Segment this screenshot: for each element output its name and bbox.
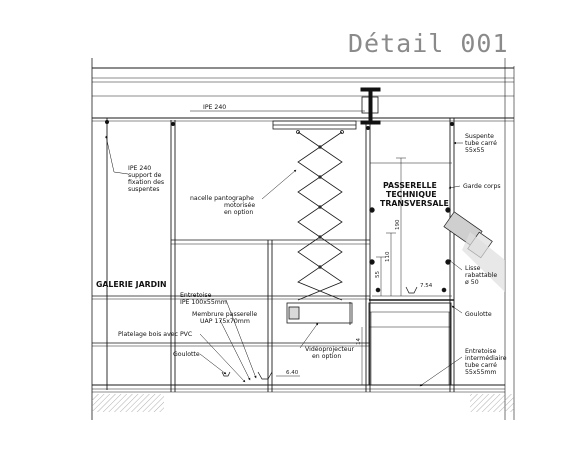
label-line: IPE 100x55mm — [180, 299, 227, 306]
label-line: Vidéoprojecteur — [305, 345, 355, 353]
label-line: support de — [128, 172, 162, 179]
label-line: suspentes — [128, 186, 159, 193]
label-line: motorisée — [224, 201, 255, 209]
label-line: Lisse — [465, 265, 481, 272]
label-line: Membrure passerelle — [192, 311, 257, 318]
spotlight — [443, 211, 505, 292]
dim-55: 55 — [375, 271, 381, 278]
label-line: Entretoise — [465, 348, 497, 355]
dim-754: 7.54 — [420, 283, 433, 289]
label-line: tube carré — [465, 139, 497, 147]
horizontal-structure — [92, 239, 505, 393]
label-nacelle: nacelle pantographe motorisée en option — [190, 195, 255, 216]
label-line: UAP 175x70mm — [200, 318, 250, 325]
label-line: 55x55mm — [465, 369, 496, 376]
leader-lines — [105, 110, 463, 387]
label-line: en option — [224, 209, 253, 216]
label-platelage: Platelage bois avec PVC — [118, 331, 192, 338]
label-line: nacelle pantographe — [190, 195, 254, 202]
label-line: Suspente — [465, 133, 494, 140]
video-projector — [286, 302, 353, 325]
label-ipe240-support: IPE 240 support de fixation des suspente… — [128, 165, 164, 193]
label-line: tube carré — [465, 361, 497, 369]
label-line: TECHNIQUE — [386, 190, 437, 199]
label-passerelle: PASSERELLE TECHNIQUE TRANSVERSALE — [380, 181, 449, 208]
suspension-rods — [106, 118, 455, 392]
label-goulotte-left: Goulotte — [173, 351, 200, 358]
label-suspente: Suspente tube carré 55x55 — [465, 133, 497, 154]
label-line: en option — [312, 353, 341, 360]
dimension-lines — [276, 157, 406, 385]
floor-hatching — [92, 394, 514, 412]
dim-110: 110 — [385, 251, 391, 262]
rod-fixings — [105, 120, 454, 130]
gutters — [221, 286, 418, 380]
label-membrure: Membrure passerelle UAP 175x70mm — [192, 311, 257, 325]
dim-190: 190 — [395, 219, 401, 230]
label-line: fixation des — [128, 179, 164, 186]
label-galerie: GALERIE JARDIN — [96, 280, 167, 289]
dim-14: 14 — [356, 338, 362, 345]
label-line: TRANSVERSALE — [380, 199, 449, 208]
label-garde-corps: Garde corps — [463, 183, 501, 190]
guard-rail — [369, 162, 452, 293]
label-line: IPE 240 — [128, 165, 151, 172]
label-videoprojecteur: Vidéoprojecteur en option — [305, 345, 355, 360]
drawing-title: Détail 001 — [348, 29, 509, 58]
label-line: Entretoise — [180, 292, 212, 299]
label-goulotte-right: Goulotte — [465, 311, 492, 318]
label-line: intermédiaire — [465, 354, 507, 362]
label-lisse: Lisse rabattable ø 50 — [465, 265, 497, 286]
label-line: PASSERELLE — [383, 181, 437, 190]
scissor-lift — [272, 120, 357, 301]
dim-640: 6.40 — [286, 370, 299, 376]
label-ipe240-beam: IPE 240 — [203, 104, 226, 111]
label-entretoise-inter: Entretoise intermédiaire tube carré 55x5… — [465, 348, 507, 376]
passerelle-structure — [368, 295, 454, 386]
label-line: 55x55 — [465, 147, 484, 154]
ipe-beam-section — [360, 87, 381, 125]
label-line: ø 50 — [465, 279, 479, 286]
label-entretoise-ipe: Entretoise IPE 100x55mm — [180, 292, 227, 306]
label-line: rabattable — [465, 272, 497, 279]
